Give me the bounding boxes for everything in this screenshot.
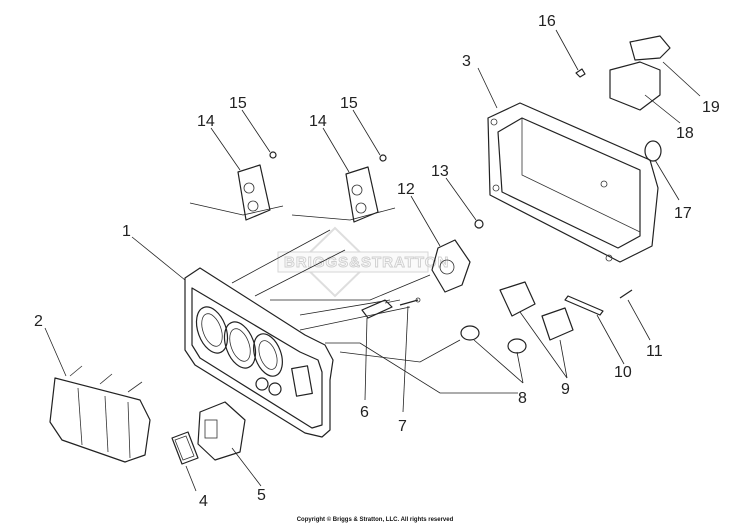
outlet-part-14b [345,166,379,223]
callout-14b: 14 [309,113,327,130]
receptacle-part-12 [431,239,471,293]
callout-8: 8 [518,390,527,407]
callout-10: 10 [614,364,632,381]
callout-leaders [44,29,701,492]
callout-13: 13 [431,163,449,180]
control-panel-part-1 [184,267,334,438]
callout-6: 6 [360,404,369,421]
terminal-part-6 [361,299,401,319]
callout-16: 16 [538,13,556,30]
callout-12: 12 [397,181,415,198]
terminal-part-19 [629,35,671,61]
callout-9: 9 [561,381,570,398]
breaker-part-9 [499,281,574,341]
switch-part-5 [197,401,246,461]
callout-18: 18 [676,125,694,142]
copyright-footer: Copyright © Briggs & Stratton, LLC. All … [296,517,454,523]
outlet-part-14a [237,164,271,221]
switch-part-4 [171,431,199,465]
wire-part-7 [399,297,421,306]
callout-14a: 14 [197,113,215,130]
callout-11: 11 [646,343,663,360]
housing-box-part-3 [487,102,659,263]
plug-part-8 [460,325,527,354]
callout-1: 1 [122,223,131,240]
callout-2: 2 [34,313,43,330]
callout-15a: 15 [229,95,247,112]
callout-17: 17 [674,205,692,222]
panel-cover-part-2 [49,365,151,463]
bar-part-10 [564,295,604,316]
callout-5: 5 [257,487,266,504]
callout-7: 7 [398,418,407,435]
screw-part-16 [575,68,586,78]
nut-part-15a [269,151,277,159]
terminal-block-part-18 [609,61,661,111]
callout-4: 4 [199,493,208,510]
callout-19: 19 [702,99,720,116]
watermark-text: BRIGGS&STRATTON [284,254,449,271]
callout-15b: 15 [340,95,358,112]
callout-3: 3 [462,53,471,70]
nut-part-15b [379,154,387,162]
screw-part-11 [619,289,633,299]
brand-watermark: BRIGGS&STRATTON [277,226,449,298]
nut-part-13 [474,219,484,229]
wiring-lines [189,202,518,394]
grommet-part-17 [644,140,662,162]
